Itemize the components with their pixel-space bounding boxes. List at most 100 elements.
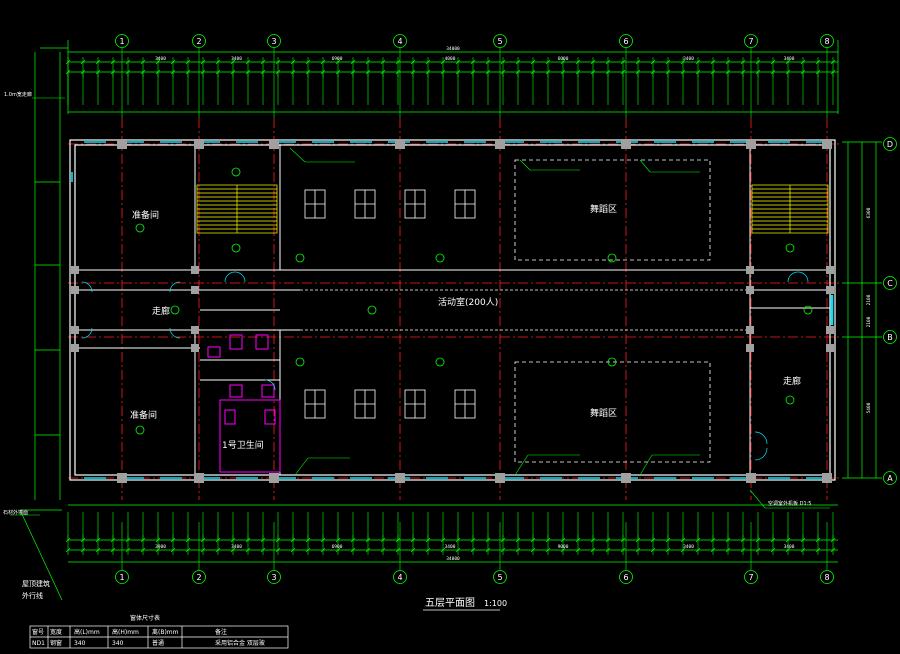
svg-text:7: 7 xyxy=(748,37,753,46)
activity-pillars xyxy=(304,189,476,419)
windows xyxy=(71,141,834,479)
svg-text:1: 1 xyxy=(119,37,124,46)
dim-right-1: 6300 xyxy=(866,207,872,218)
dim-bay-top-2: 3400 xyxy=(231,56,242,62)
dim-bay-top-5: 6000 xyxy=(558,56,569,62)
room-label-dance-bottom: 舞蹈区 xyxy=(590,408,617,419)
pillar-group-top xyxy=(304,189,476,219)
room-label-prep-bottom: 准备间 xyxy=(130,409,157,421)
dim-bay-top-3: 6900 xyxy=(332,56,343,62)
window-schedule-table: 窗体尺寸表 窗号宽度 高(L)mm 高(H)mm 离(B)mm 备注 ND1 钢窗 340 34… xyxy=(29,614,289,649)
top-dimension-ticks xyxy=(65,57,836,105)
axis-bubble-1-bottom: 1 xyxy=(115,570,129,584)
table-header-4: 高(H)mm xyxy=(112,628,139,636)
dim-bay-bottom-3: 6900 xyxy=(332,544,343,550)
drawing-scale: 1:100 xyxy=(484,599,507,608)
svg-text:2: 2 xyxy=(196,573,201,582)
axis-bubble-B: B xyxy=(883,330,897,344)
annotation-left-note-1: 屋顶建筑 xyxy=(22,579,50,588)
table-header-5: 离(B)mm xyxy=(152,628,179,636)
axis-bubble-C: C xyxy=(883,276,897,290)
stair-left xyxy=(196,184,278,234)
svg-text:6: 6 xyxy=(623,573,628,582)
axis-bubble-5-bottom: 5 xyxy=(493,570,507,584)
svg-text:8: 8 xyxy=(824,37,829,46)
dim-bay-top-1: 3400 xyxy=(155,56,166,62)
stair-right xyxy=(751,184,829,234)
room-label-corridor-right: 走廊 xyxy=(783,375,801,387)
room-label-activity: 活动室(200人) xyxy=(438,296,498,308)
axis-bubble-6-top: 6 xyxy=(619,34,633,48)
svg-text:3: 3 xyxy=(271,37,276,46)
axis-bubble-2-top: 2 xyxy=(192,34,206,48)
table-cell-1-4: 340 xyxy=(112,640,124,647)
annotation-right-bottom: 空调室外机板 D1:5 xyxy=(768,500,812,507)
dim-bay-bottom-7: 3400 xyxy=(784,544,795,550)
axis-bubble-1-top: 1 xyxy=(115,34,129,48)
dim-right-4: 5400 xyxy=(866,402,872,413)
axis-bubble-2-bottom: 2 xyxy=(192,570,206,584)
dance-area-top xyxy=(514,159,711,261)
dim-bay-top-6: 3400 xyxy=(683,56,694,62)
annotation-left-note-2: 外行线 xyxy=(22,591,43,600)
room-labels: 准备间 准备间 走廊 活动室(200人) 舞蹈区 舞蹈区 走廊 1号卫生间 xyxy=(130,204,801,451)
dim-bay-bottom-6: 3400 xyxy=(683,544,694,550)
dim-right-3: 2100 xyxy=(866,316,872,327)
pillar-group-bottom xyxy=(304,389,476,419)
bottom-dimension-ticks xyxy=(65,512,836,555)
bottom-dimension-lines xyxy=(68,504,838,563)
svg-text:5: 5 xyxy=(497,37,502,46)
axis-bubble-D: D xyxy=(883,137,897,151)
room-label-corridor-left: 走廊 xyxy=(152,305,170,317)
room-label-prep-top: 准备间 xyxy=(132,209,159,221)
svg-text:4: 4 xyxy=(397,37,402,46)
dim-bay-bottom-4: 3400 xyxy=(445,544,456,550)
dim-total-bottom: 34000 xyxy=(446,556,460,562)
axis-bubble-3-top: 3 xyxy=(267,34,281,48)
axis-bubble-8-top: 8 xyxy=(820,34,834,48)
top-dimension-lines xyxy=(67,40,839,114)
table-cell-1-3: 340 xyxy=(74,640,86,647)
svg-text:7: 7 xyxy=(748,573,753,582)
room-label-dance-top: 舞蹈区 xyxy=(590,204,617,215)
outer-walls xyxy=(69,139,836,481)
dim-bay-bottom-1: 3900 xyxy=(155,544,166,550)
svg-text:A: A xyxy=(887,474,893,483)
activity-boundary xyxy=(280,289,750,331)
svg-text:D: D xyxy=(887,140,893,149)
table-header-2: 宽度 xyxy=(50,628,62,636)
table-cell-1-1: ND1 xyxy=(32,640,45,647)
table-header-3: 高(L)mm xyxy=(74,628,100,636)
axis-bubble-3-bottom: 3 xyxy=(267,570,281,584)
drawing-title: 五层平面图 xyxy=(425,597,475,609)
room-label-toilet: 1号卫生间 xyxy=(222,439,264,451)
dim-bay-top-4: 4000 xyxy=(445,56,456,62)
dim-total-top: 34000 xyxy=(446,46,460,52)
axis-bubble-7-bottom: 7 xyxy=(744,570,758,584)
axis-bubble-4-top: 4 xyxy=(393,34,407,48)
svg-text:3: 3 xyxy=(271,573,276,582)
table-header-1: 窗号 xyxy=(32,628,44,636)
light-fixtures xyxy=(135,167,813,435)
toilet-area xyxy=(207,334,281,473)
left-side-lines xyxy=(19,47,68,601)
dim-bay-bottom-2: 3400 xyxy=(231,544,242,550)
svg-text:1: 1 xyxy=(119,573,124,582)
leader-lines xyxy=(10,97,830,516)
table-header-6: 备注 xyxy=(215,628,227,636)
svg-text:8: 8 xyxy=(824,573,829,582)
annotation-left-bottom: 石材外墙面 xyxy=(3,509,28,516)
right-dimension-lines xyxy=(842,141,882,479)
svg-text:2: 2 xyxy=(196,37,201,46)
table-title: 窗体尺寸表 xyxy=(130,614,160,622)
drawing-title-block: 五层平面图 1:100 xyxy=(423,597,507,611)
annotations: 1.0m宽走廊 石材外墙面 屋顶建筑 外行线 空调室外机板 D1:5 xyxy=(3,91,812,600)
svg-text:C: C xyxy=(887,279,893,288)
svg-text:6: 6 xyxy=(623,37,628,46)
dim-right-2: 2100 xyxy=(866,294,872,305)
table-cell-1-5: 普通 xyxy=(152,639,164,647)
dance-area-bottom xyxy=(514,361,711,463)
axis-bubble-A: A xyxy=(883,471,897,485)
axis-bubble-4-bottom: 4 xyxy=(393,570,407,584)
table-cell-1-2: 钢窗 xyxy=(50,639,62,647)
